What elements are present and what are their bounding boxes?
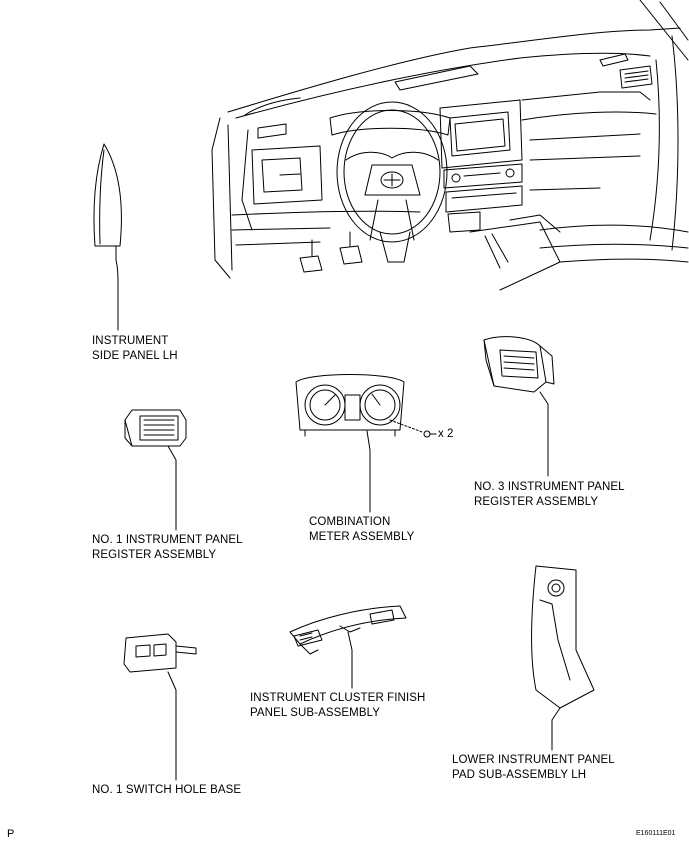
- label-line-1: NO. 1 INSTRUMENT PANEL: [92, 534, 243, 546]
- combination-meter-illustration: [296, 375, 404, 437]
- label-no1-register: NO. 1 INSTRUMENT PANEL REGISTER ASSEMBLY: [92, 533, 243, 563]
- no3-register-leader: [540, 392, 548, 476]
- label-side-panel: INSTRUMENT SIDE PANEL LH: [92, 334, 178, 364]
- label-line-2: REGISTER ASSEMBLY: [474, 496, 599, 508]
- label-line-1: COMBINATION: [309, 516, 391, 528]
- dashboard-illustration: [212, 0, 688, 290]
- screw-quantity: x 2: [438, 428, 454, 440]
- label-cluster-finish-panel: INSTRUMENT CLUSTER FINISH PANEL SUB-ASSE…: [250, 691, 425, 721]
- screw-leader: [390, 420, 422, 432]
- label-no3-register: NO. 3 INSTRUMENT PANEL REGISTER ASSEMBLY: [474, 480, 625, 510]
- switch-hole-base-illustration: [124, 634, 196, 672]
- label-line-1: LOWER INSTRUMENT PANEL: [452, 754, 615, 766]
- label-line-2: METER ASSEMBLY: [309, 531, 415, 543]
- no1-register-illustration: [125, 410, 186, 446]
- label-line-2: SIDE PANEL LH: [92, 350, 178, 362]
- label-line-1: NO. 3 INSTRUMENT PANEL: [474, 481, 625, 493]
- screw-icon: [424, 431, 436, 437]
- label-line-1: INSTRUMENT CLUSTER FINISH: [250, 692, 426, 704]
- no1-register-leader: [168, 446, 176, 530]
- label-line-2: PANEL SUB-ASSEMBLY: [250, 707, 381, 719]
- label-line-2: PAD SUB-ASSEMBLY LH: [452, 769, 587, 781]
- switch-hole-base-leader: [168, 672, 176, 780]
- combination-meter-leader: [367, 431, 370, 512]
- label-line-1: NO. 1 SWITCH HOLE BASE: [92, 784, 242, 796]
- label-line-1: INSTRUMENT: [92, 335, 169, 347]
- side-panel-illustration: [94, 144, 121, 260]
- cluster-finish-panel-illustration: [290, 606, 406, 654]
- corner-letter: P: [7, 828, 15, 840]
- lower-panel-pad-leader: [552, 708, 560, 750]
- label-lower-panel-pad: LOWER INSTRUMENT PANEL PAD SUB-ASSEMBLY …: [452, 753, 615, 783]
- label-combination-meter: COMBINATION METER ASSEMBLY: [309, 515, 414, 545]
- label-switch-hole-base: NO. 1 SWITCH HOLE BASE: [92, 783, 241, 798]
- side-panel-leader: [116, 260, 118, 330]
- label-line-2: REGISTER ASSEMBLY: [92, 549, 217, 561]
- lower-panel-pad-illustration: [532, 566, 595, 708]
- figure-code: E160111E01: [636, 830, 676, 837]
- cluster-finish-panel-leader: [348, 632, 352, 688]
- no3-register-illustration: [484, 337, 554, 392]
